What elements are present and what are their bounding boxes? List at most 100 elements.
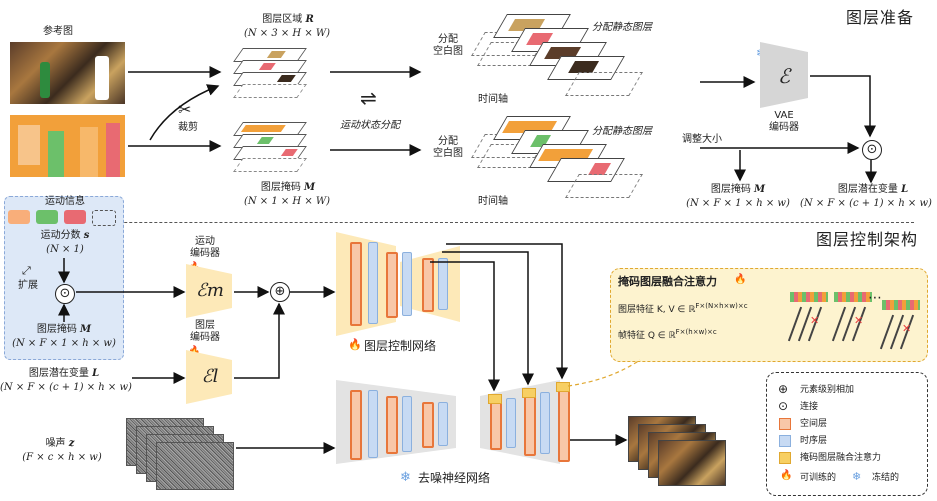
prep-title: 图层准备 xyxy=(846,8,915,27)
scissors-icon: ✂ xyxy=(178,100,192,119)
denoise-temporal-layer xyxy=(402,396,412,452)
control-net-label: 图层控制网络 xyxy=(364,339,437,353)
reference-mask-image xyxy=(10,115,125,177)
legend-add-label: 元素级别相加 xyxy=(800,385,855,395)
control-spatial-layer xyxy=(386,252,398,318)
denoise-spatial-layer xyxy=(386,396,398,454)
crop-label: 裁剪 xyxy=(178,122,198,133)
fire-icon: 🔥 xyxy=(734,274,747,285)
denoise-temporal-layer xyxy=(438,402,448,446)
expand-label: 扩展 xyxy=(18,280,38,291)
legend-spatial-swatch xyxy=(779,418,791,430)
legend-attn-swatch xyxy=(779,452,791,464)
motion-score-shape: (N × 1) xyxy=(46,244,84,255)
vae-encoder-shape xyxy=(760,42,808,108)
denoise-spatial-layer xyxy=(558,386,570,462)
legend-box xyxy=(766,372,928,496)
denoise-attn-block xyxy=(488,394,502,404)
add-circle: ⊕ xyxy=(270,282,290,302)
vae-symbol: ℰ xyxy=(777,64,791,88)
legend-temporal-swatch xyxy=(779,435,791,447)
fire-icon: 🔥 xyxy=(188,346,201,357)
snowflake-icon: ❄ xyxy=(400,470,411,485)
motion-assign-label: 运动状态分配 xyxy=(340,120,400,131)
section-divider xyxy=(14,222,914,223)
assign-icon: ⇌ xyxy=(360,86,377,110)
latent-title-top: 图层潜在变量 L xyxy=(837,184,909,195)
control-latent-title: 图层潜在变量 L xyxy=(28,368,100,379)
concat-circle-motion: ⊙ xyxy=(55,284,75,304)
motion-swatch-red xyxy=(64,210,86,224)
assign-blank-label-top: 分配 空白图 xyxy=(433,34,463,57)
attention-panel xyxy=(610,268,928,362)
reference-image xyxy=(10,42,125,104)
motion-swatch-green xyxy=(36,210,58,224)
control-spatial-layer xyxy=(350,242,362,326)
assign-blank-label-bottom: 分配 空白图 xyxy=(433,136,463,159)
time-axis-label-bottom: 时间轴 xyxy=(478,196,508,207)
motion-encoder-symbol: ℰm xyxy=(196,280,224,301)
legend-temporal-label: 时序层 xyxy=(800,436,828,446)
resize-label: 调整大小 xyxy=(682,134,722,145)
denoise-attn-block xyxy=(556,382,570,392)
fire-icon: 🔥 xyxy=(348,338,362,351)
vae-label: VAE 编码器 xyxy=(769,110,799,133)
mask-shape: (N × 1 × H × W) xyxy=(243,196,331,207)
motion-score-label: 运动分数 s xyxy=(40,230,90,241)
attention-graphic: ✕ xyxy=(879,300,920,352)
control-mask-title: 图层掩码 M xyxy=(36,324,92,335)
motion-encoder-shape xyxy=(186,264,232,318)
legend-spatial-label: 空间层 xyxy=(800,419,828,429)
time-axis-label-top: 时间轴 xyxy=(478,94,508,105)
denoise-temporal-layer xyxy=(506,398,516,448)
denoise-temporal-layer xyxy=(368,390,378,458)
assign-static-label-bottom: 分配静态图层 xyxy=(592,126,652,137)
output-frame xyxy=(658,440,726,486)
legend-concat-label: 连接 xyxy=(800,402,819,412)
denoise-attn-block xyxy=(522,388,536,398)
motion-info-label: 运动信息 xyxy=(45,196,85,207)
region-shape: (N × 3 × H × W) xyxy=(243,28,331,39)
control-spatial-layer xyxy=(422,258,434,312)
denoise-temporal-layer xyxy=(540,392,550,454)
motion-encoder-label: 运动 编码器 xyxy=(190,236,220,259)
latent-shape-top: (N × F × (c + 1) × h × w) xyxy=(800,198,932,209)
control-mask-shape: (N × F × 1 × h × w) xyxy=(12,338,116,349)
layer-encoder-label: 图层 编码器 xyxy=(190,320,220,343)
attention-title: 掩码图层融合注意力 xyxy=(618,275,717,288)
layer-encoder-shape xyxy=(186,350,232,404)
attention-layer-feature: 图层特征 K, V ∈ ℝF×(N×h×w)×c xyxy=(618,302,748,315)
assign-static-label-top: 分配静态图层 xyxy=(592,22,652,33)
attention-ellipsis: ⋯ xyxy=(868,290,882,306)
layer-encoder-symbol: ℰl xyxy=(201,366,219,387)
attention-graphic: ✕ xyxy=(831,292,872,344)
noise-title: 噪声 z xyxy=(45,438,75,449)
mask-out-title: 图层掩码 M xyxy=(710,184,766,195)
denoise-spatial-layer xyxy=(490,398,502,450)
control-temporal-layer xyxy=(438,258,448,310)
legend-frozen-label: 冻结的 xyxy=(872,473,900,483)
fire-icon: 🔥 xyxy=(780,470,793,481)
snowflake-icon: ❄ xyxy=(852,470,862,483)
legend-add-icon: ⊕ xyxy=(778,382,789,396)
denoise-spatial-layer xyxy=(422,402,434,448)
attention-graphic: ✕ xyxy=(787,292,828,344)
denoise-spatial-layer xyxy=(350,390,362,460)
control-latent-shape: (N × F × (c + 1) × h × w) xyxy=(0,382,132,393)
control-title: 图层控制架构 xyxy=(816,230,919,249)
noise-shape: (F × c × h × w) xyxy=(22,452,102,463)
denoise-net-label: 去噪神经网络 xyxy=(418,471,491,485)
attention-frame-feature: 帧特征 Q ∈ ℝF×(h×w)×c xyxy=(618,328,717,341)
mask-out-shape: (N × F × 1 × h × w) xyxy=(686,198,790,209)
concat-circle-top: ⊙ xyxy=(862,140,882,160)
control-temporal-layer xyxy=(368,242,378,324)
mask-title: 图层掩码 M xyxy=(260,182,316,193)
expand-icon: ⤢ xyxy=(22,264,31,277)
control-temporal-layer xyxy=(402,252,412,316)
denoise-spatial-layer xyxy=(524,392,536,456)
noise-frame xyxy=(156,442,234,490)
legend-trainable-label: 可训练的 xyxy=(800,473,837,483)
motion-swatch-empty xyxy=(92,210,116,226)
region-title: 图层区域 R xyxy=(262,14,314,25)
reference-image-label: 参考图 xyxy=(43,26,73,37)
